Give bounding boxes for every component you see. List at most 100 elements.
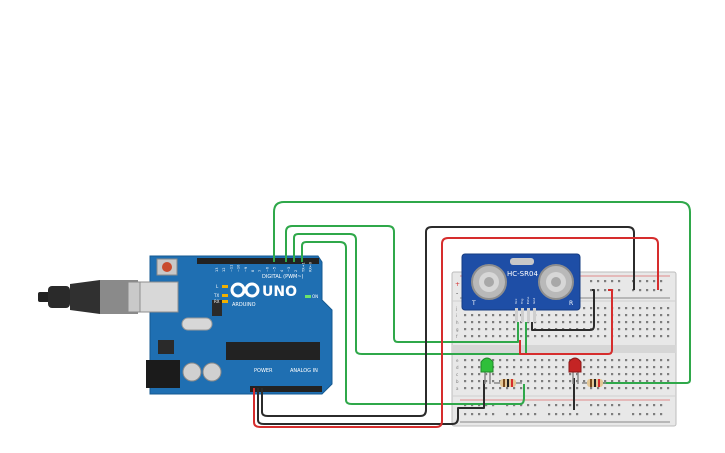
breadboard-hole[interactable] [618,404,621,407]
breadboard-hole[interactable] [646,289,649,292]
breadboard-hole[interactable] [562,373,565,376]
breadboard-hole[interactable] [520,387,523,390]
breadboard-hole[interactable] [597,373,600,376]
sensor-pin[interactable] [527,308,530,322]
breadboard-hole[interactable] [653,335,656,338]
breadboard-hole[interactable] [646,380,649,383]
sensor-pin[interactable] [515,308,518,322]
breadboard-hole[interactable] [471,404,474,407]
breadboard-hole[interactable] [471,380,474,383]
breadboard-hole[interactable] [548,321,551,324]
breadboard-hole[interactable] [520,413,523,416]
led-green[interactable] [480,357,494,384]
breadboard-hole[interactable] [632,387,635,390]
breadboard-hole[interactable] [562,335,565,338]
breadboard-hole[interactable] [576,387,579,390]
breadboard-hole[interactable] [611,404,614,407]
breadboard-hole[interactable] [639,359,642,362]
breadboard-hole[interactable] [618,335,621,338]
breadboard-hole[interactable] [653,413,656,416]
breadboard-hole[interactable] [590,387,593,390]
breadboard-hole[interactable] [660,307,663,310]
breadboard-hole[interactable] [485,373,488,376]
breadboard-hole[interactable] [625,373,628,376]
resistor-red[interactable] [582,379,606,387]
breadboard-hole[interactable] [485,314,488,317]
breadboard-hole[interactable] [513,335,516,338]
breadboard-hole[interactable] [478,328,481,331]
breadboard-hole[interactable] [485,413,488,416]
breadboard-hole[interactable] [520,335,523,338]
breadboard-hole[interactable] [569,314,572,317]
breadboard-hole[interactable] [583,321,586,324]
breadboard-hole[interactable] [632,359,635,362]
breadboard-hole[interactable] [499,387,502,390]
breadboard-hole[interactable] [562,413,565,416]
breadboard-hole[interactable] [478,413,481,416]
breadboard-hole[interactable] [534,380,537,383]
breadboard-hole[interactable] [590,359,593,362]
breadboard-hole[interactable] [604,373,607,376]
breadboard-hole[interactable] [576,335,579,338]
wire-black-gnd[interactable] [261,226,635,417]
breadboard-hole[interactable] [660,387,663,390]
breadboard-hole[interactable] [471,314,474,317]
breadboard-hole[interactable] [485,321,488,324]
breadboard-hole[interactable] [492,380,495,383]
breadboard-hole[interactable] [618,373,621,376]
breadboard-hole[interactable] [604,359,607,362]
breadboard-hole[interactable] [499,314,502,317]
breadboard-hole[interactable] [604,413,607,416]
breadboard-hole[interactable] [520,380,523,383]
breadboard-hole[interactable] [548,366,551,369]
breadboard-hole[interactable] [597,387,600,390]
breadboard-hole[interactable] [611,280,614,283]
breadboard-hole[interactable] [618,280,621,283]
breadboard-hole[interactable] [618,328,621,331]
breadboard-hole[interactable] [646,404,649,407]
breadboard-hole[interactable] [506,314,509,317]
sensor-pin[interactable] [521,308,524,322]
breadboard-hole[interactable] [499,359,502,362]
breadboard-hole[interactable] [506,328,509,331]
breadboard-hole[interactable] [562,314,565,317]
breadboard-hole[interactable] [618,307,621,310]
breadboard-hole[interactable] [499,328,502,331]
breadboard-hole[interactable] [527,373,530,376]
breadboard-hole[interactable] [653,359,656,362]
breadboard-hole[interactable] [604,289,607,292]
breadboard-hole[interactable] [520,359,523,362]
breadboard-hole[interactable] [513,359,516,362]
wire-green-outer[interactable] [273,201,691,384]
breadboard-hole[interactable] [583,366,586,369]
wire-black-gnd2[interactable] [257,380,485,425]
breadboard-hole[interactable] [471,335,474,338]
breadboard-hole[interactable] [639,373,642,376]
breadboard-hole[interactable] [632,380,635,383]
breadboard-hole[interactable] [513,387,516,390]
breadboard-hole[interactable] [625,359,628,362]
breadboard-hole[interactable] [667,387,670,390]
breadboard-hole[interactable] [506,413,509,416]
wires[interactable] [253,201,691,428]
breadboard-hole[interactable] [506,366,509,369]
breadboard-hole[interactable] [576,380,579,383]
breadboard-hole[interactable] [625,314,628,317]
breadboard-hole[interactable] [555,387,558,390]
breadboard-hole[interactable] [576,314,579,317]
breadboard-hole[interactable] [492,328,495,331]
breadboard-hole[interactable] [646,366,649,369]
breadboard-hole[interactable] [513,413,516,416]
breadboard-hole[interactable] [478,387,481,390]
breadboard-hole[interactable] [492,373,495,376]
breadboard-hole[interactable] [611,387,614,390]
breadboard-hole[interactable] [478,321,481,324]
breadboard-hole[interactable] [506,404,509,407]
breadboard-hole[interactable] [513,373,516,376]
breadboard-hole[interactable] [583,380,586,383]
breadboard-hole[interactable] [492,359,495,362]
breadboard-hole[interactable] [660,321,663,324]
breadboard-hole[interactable] [541,321,544,324]
